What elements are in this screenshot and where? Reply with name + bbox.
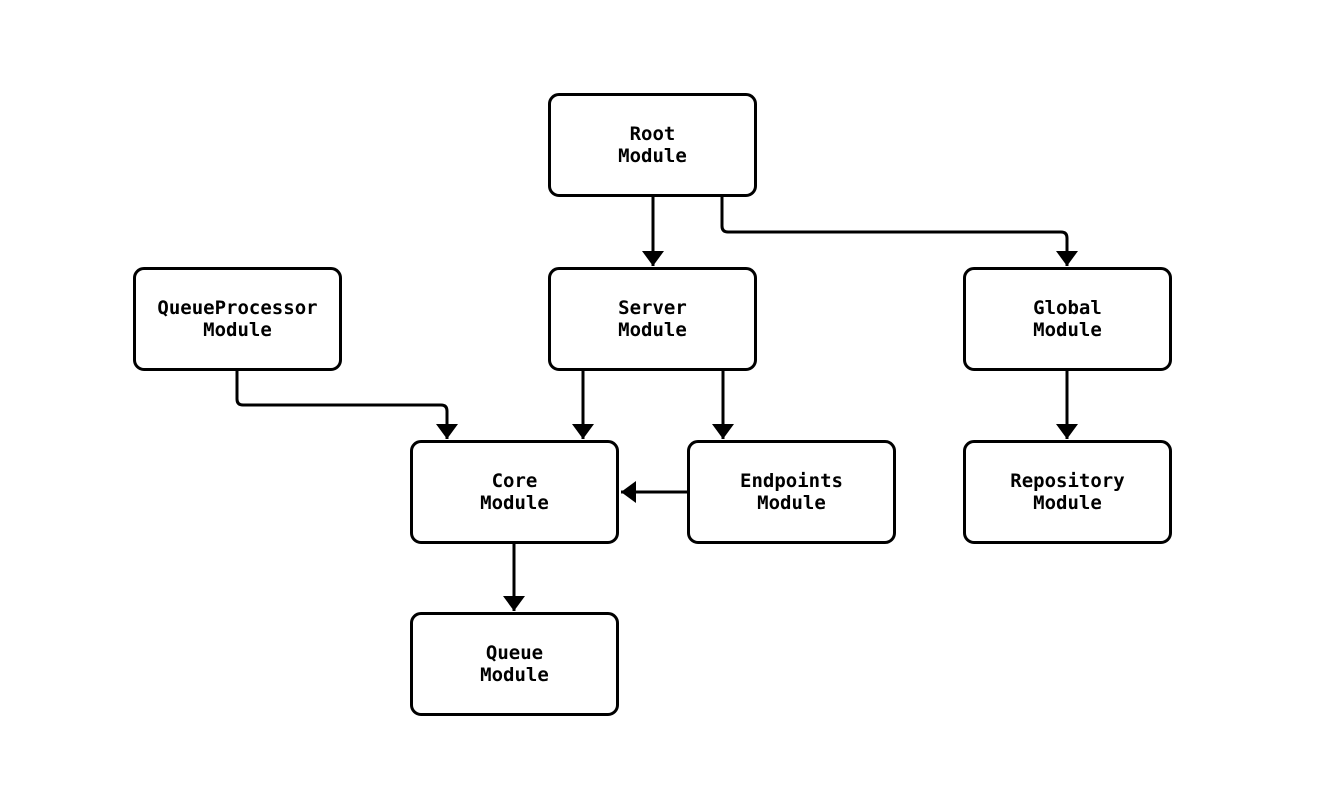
node-endpoints-module-label: Endpoints Module bbox=[740, 470, 843, 514]
node-core-module: Core Module bbox=[410, 440, 619, 544]
edge-queueprocessor-to-core bbox=[235, 371, 458, 439]
node-queueprocessor-module-label: QueueProcessor Module bbox=[157, 297, 318, 341]
node-root-module-label: Root Module bbox=[618, 123, 687, 167]
node-endpoints-module: Endpoints Module bbox=[687, 440, 896, 544]
node-server-module: Server Module bbox=[548, 267, 757, 371]
node-core-module-label: Core Module bbox=[480, 470, 549, 514]
node-repository-module: Repository Module bbox=[963, 440, 1172, 544]
edge-root-to-global bbox=[720, 197, 1078, 266]
node-repository-module-label: Repository Module bbox=[1010, 470, 1125, 514]
node-global-module-label: Global Module bbox=[1033, 297, 1102, 341]
node-queueprocessor-module: QueueProcessor Module bbox=[133, 267, 342, 371]
node-root-module: Root Module bbox=[548, 93, 757, 197]
node-global-module: Global Module bbox=[963, 267, 1172, 371]
node-server-module-label: Server Module bbox=[618, 297, 687, 341]
node-queue-module-label: Queue Module bbox=[480, 642, 549, 686]
node-queue-module: Queue Module bbox=[410, 612, 619, 716]
